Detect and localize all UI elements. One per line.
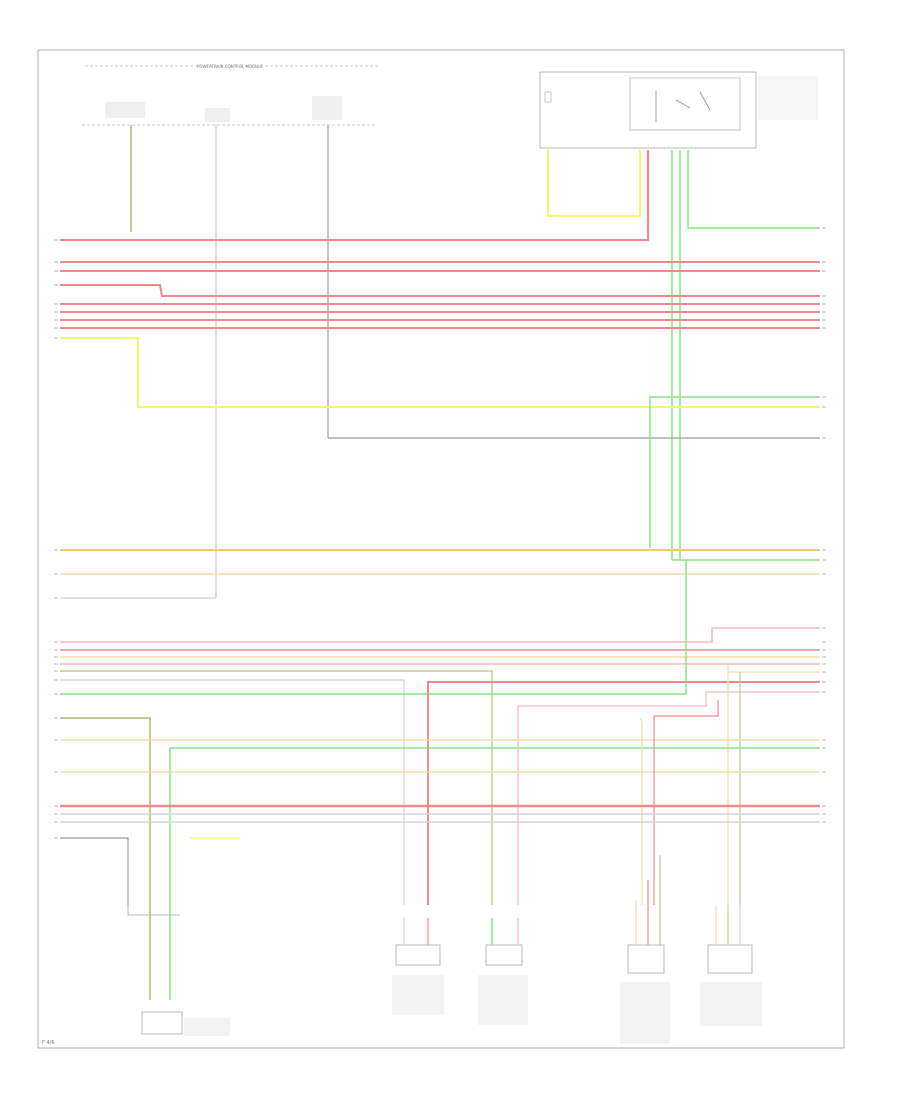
bottom-sensor-2 — [392, 918, 444, 1015]
pcm-header-label: POWERTRAIN CONTROL MODULE — [197, 64, 263, 69]
diagram-border — [37, 49, 845, 1049]
bottom-sensor-1 — [141, 1011, 230, 1036]
harness-lower-group — [60, 560, 820, 1000]
fuse-box-wires — [60, 150, 820, 560]
upper-sensor-c — [312, 96, 342, 438]
right-pin-column — [822, 227, 826, 823]
footer-label: F 4/6 — [42, 1040, 55, 1046]
bottom-sensor-3 — [478, 918, 528, 1025]
pcm-header: POWERTRAIN CONTROL MODULE — [82, 64, 378, 126]
bottom-sensor-4 — [620, 855, 670, 1044]
harness-middle-group — [60, 549, 820, 599]
bottom-sensor-5 — [700, 905, 762, 1026]
fuse-relay-box — [539, 71, 818, 149]
left-pin-column — [54, 239, 58, 839]
upper-sensor-b — [205, 108, 230, 598]
upper-sensor-a — [105, 102, 145, 232]
harness-top-group — [60, 261, 820, 548]
harness-bottom-group — [60, 804, 820, 916]
